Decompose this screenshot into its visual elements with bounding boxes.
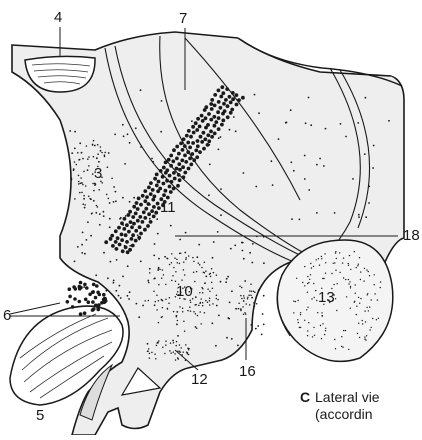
label-16: 16 — [239, 363, 256, 380]
caption-line-1: Lateral vie — [315, 389, 380, 405]
label-12: 12 — [191, 371, 208, 388]
label-7: 7 — [179, 10, 187, 27]
structure-13-shape — [277, 240, 393, 361]
label-4: 4 — [54, 9, 62, 26]
label-18: 18 — [403, 227, 420, 244]
caption-line-2: (accordin — [315, 406, 373, 422]
caption-letter: C — [300, 389, 310, 405]
label-6: 6 — [3, 307, 11, 324]
label-5: 5 — [36, 407, 44, 424]
label-10: 10 — [176, 283, 193, 300]
label-3: 3 — [94, 165, 102, 182]
label-13: 13 — [318, 289, 335, 306]
label-11: 11 — [160, 199, 176, 216]
